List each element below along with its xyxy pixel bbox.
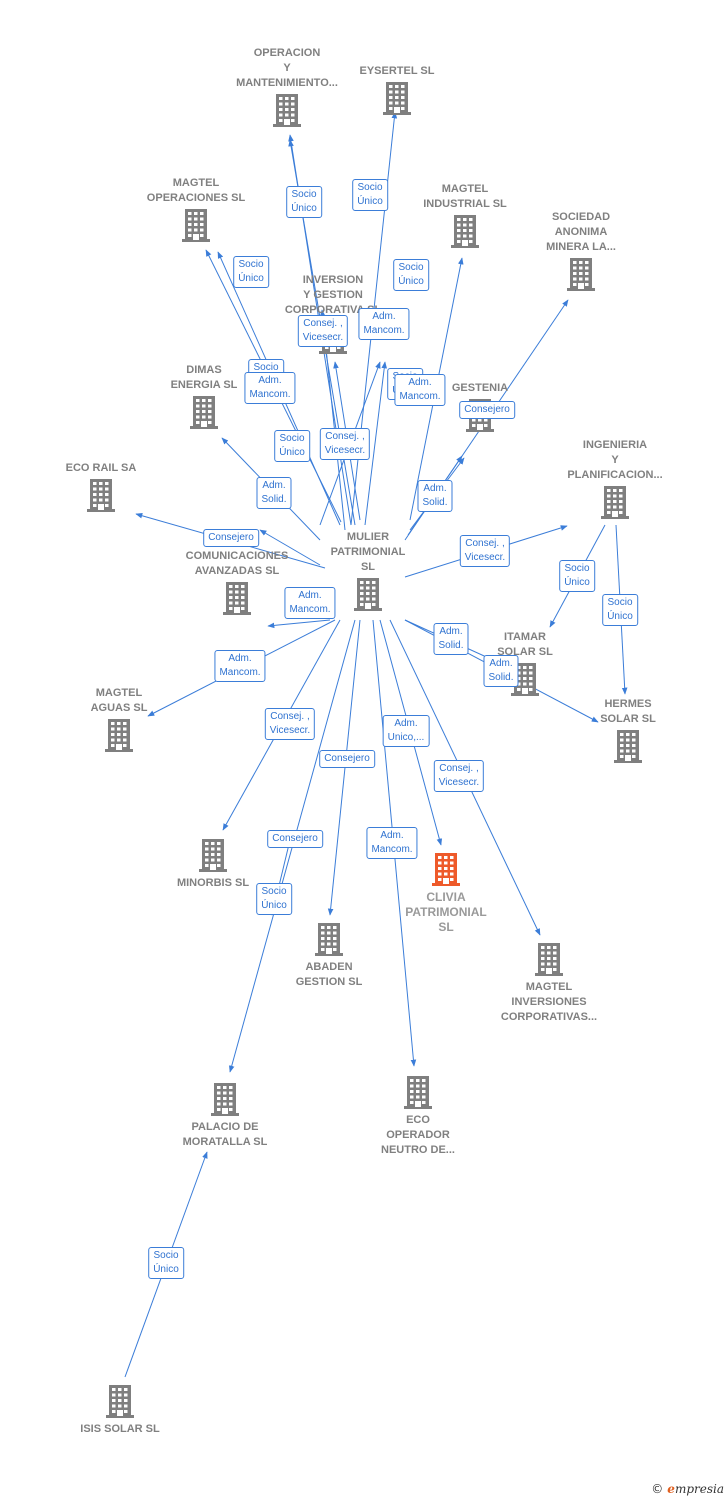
company-name: MINORBIS SL [176, 877, 250, 889]
building-icon [211, 1083, 239, 1116]
company-node-abaden[interactable]: ABADEN GESTION SL [259, 922, 399, 990]
building-icon [614, 730, 642, 763]
company-name: ABADEN GESTION SL [295, 961, 363, 988]
edge-label-25[interactable]: Consejero [319, 750, 375, 768]
company-name: MAGTEL INVERSIONES CORPORATIVAS... [500, 981, 598, 1023]
company-name: PALACIO DE MORATALLA SL [182, 1121, 268, 1148]
edge-label-26[interactable]: Consej. , Vicesecr. [433, 760, 485, 792]
company-node-itamar[interactable]: ITAMAR SOLAR SL [455, 630, 595, 696]
edge-line-15 [259, 529, 321, 566]
company-node-sociedad[interactable]: SOCIEDAD ANONIMA MINERA LA... [511, 210, 651, 291]
edge-label-9[interactable]: Adm. Mancom. [394, 374, 446, 406]
edge-label-17[interactable]: Socio Único [559, 560, 595, 592]
building-icon [383, 82, 411, 115]
edge-label-13[interactable]: Adm. Solid. [256, 477, 292, 509]
building-icon [354, 578, 382, 611]
company-node-comunicaciones[interactable]: COMUNICACIONES AVANZADAS SL [167, 549, 307, 615]
edge-label-7[interactable]: Adm. Mancom. [244, 372, 296, 404]
company-name: COMUNICACIONES AVANZADAS SL [185, 550, 289, 577]
edge-label-4[interactable]: Consej. , Vicesecr. [297, 315, 349, 347]
company-node-hermes[interactable]: HERMES SOLAR SL [558, 697, 698, 763]
building-icon [535, 943, 563, 976]
company-name: SOCIEDAD ANONIMA MINERA LA... [546, 211, 616, 253]
brand-name: mpresia [674, 1482, 724, 1496]
company-node-minorbis[interactable]: MINORBIS SL [143, 838, 283, 891]
company-node-dimas[interactable]: DIMAS ENERGIA SL [134, 363, 274, 429]
brand-initial: e [667, 1482, 675, 1496]
building-icon [273, 94, 301, 127]
company-name: ECO RAIL SA [65, 462, 137, 474]
edge-label-20[interactable]: Adm. Solid. [433, 623, 469, 655]
building-icon [432, 853, 460, 886]
company-name: INVERSION Y GESTION CORPORATIVA SL [284, 274, 381, 316]
empresia-logo[interactable]: ©empresia [651, 1482, 724, 1496]
building-icon [567, 258, 595, 291]
company-name: ISIS SOLAR SL [80, 1423, 160, 1435]
edge-label-19[interactable]: Adm. Mancom. [214, 650, 266, 682]
company-name: ECO OPERADOR NEUTRO DE... [381, 1114, 455, 1156]
company-name: OPERACION Y MANTENIMIENTO... [236, 47, 338, 89]
company-node-isis[interactable]: ISIS SOLAR SL [50, 1384, 190, 1437]
edge-line-22 [267, 619, 331, 629]
company-name: EYSERTEL SL [359, 65, 435, 77]
edge-label-24[interactable]: Adm. Unico,... [382, 715, 430, 747]
company-node-magtel_oper[interactable]: MAGTEL OPERACIONES SL [126, 176, 266, 242]
company-name: MAGTEL OPERACIONES SL [146, 177, 246, 204]
edge-label-28[interactable]: Adm. Mancom. [366, 827, 418, 859]
edge-label-5[interactable]: Adm. Mancom. [358, 308, 410, 340]
company-name: GESTENIA [451, 382, 509, 394]
company-name: CLIVIA PATRIMONIAL SL [405, 890, 487, 934]
edge-label-15[interactable]: Consejero [203, 529, 259, 547]
building-icon [511, 663, 539, 696]
edge-label-30[interactable]: Socio Único [148, 1247, 184, 1279]
company-node-operacion[interactable]: OPERACION Y MANTENIMIENTO... [217, 46, 357, 127]
edge-label-10[interactable]: Consejero [459, 401, 515, 419]
company-node-eco_op[interactable]: ECO OPERADOR NEUTRO DE... [348, 1075, 488, 1158]
edge-label-12[interactable]: Consej. , Vicesecr. [319, 428, 371, 460]
edge-label-23[interactable]: Consej. , Vicesecr. [264, 708, 316, 740]
edge-label-2[interactable]: Socio Único [233, 256, 269, 288]
building-icon [451, 215, 479, 248]
company-node-magtel_ind[interactable]: MAGTEL INDUSTRIAL SL [395, 182, 535, 248]
building-icon [315, 923, 343, 956]
company-name: MAGTEL AGUAS SL [90, 687, 148, 714]
company-name: ITAMAR SOLAR SL [497, 631, 553, 658]
building-icon [404, 1076, 432, 1109]
edge-label-11[interactable]: Socio Único [274, 430, 310, 462]
building-icon [182, 209, 210, 242]
edge-label-21[interactable]: Adm. Solid. [483, 655, 519, 687]
company-node-ingenieria[interactable]: INGENIERIA Y PLANIFICACION... [545, 438, 685, 519]
building-icon [223, 582, 251, 615]
building-icon [199, 839, 227, 872]
company-node-magtel_inv[interactable]: MAGTEL INVERSIONES CORPORATIVAS... [479, 942, 619, 1025]
edge-label-18[interactable]: Socio Único [602, 594, 638, 626]
company-node-clivia[interactable]: CLIVIA PATRIMONIAL SL [376, 852, 516, 935]
company-node-ecorail[interactable]: ECO RAIL SA [31, 461, 171, 512]
edge-label-1[interactable]: Socio Único [352, 179, 388, 211]
company-name: HERMES SOLAR SL [600, 698, 656, 725]
edge-label-16[interactable]: Consej. , Vicesecr. [459, 535, 511, 567]
company-node-mulier[interactable]: MULIER PATRIMONIAL SL [298, 530, 438, 611]
edge-line-12 [364, 361, 388, 526]
copyright-symbol: © [651, 1482, 664, 1496]
edge-label-3[interactable]: Socio Único [393, 259, 429, 291]
building-icon [105, 719, 133, 752]
company-name: MAGTEL INDUSTRIAL SL [423, 183, 507, 210]
edge-label-29[interactable]: Socio Único [256, 883, 292, 915]
building-icon [601, 486, 629, 519]
company-node-magtel_aguas[interactable]: MAGTEL AGUAS SL [49, 686, 189, 752]
building-icon [87, 479, 115, 512]
edge-label-27[interactable]: Consejero [267, 830, 323, 848]
edge-label-0[interactable]: Socio Único [286, 186, 322, 218]
building-icon [190, 396, 218, 429]
company-node-palacio[interactable]: PALACIO DE MORATALLA SL [155, 1082, 295, 1150]
building-icon [106, 1385, 134, 1418]
edge-label-14[interactable]: Adm. Solid. [417, 480, 453, 512]
company-node-eysertel[interactable]: EYSERTEL SL [327, 64, 467, 115]
company-name: MULIER PATRIMONIAL SL [330, 531, 406, 573]
edge-label-22[interactable]: Adm. Mancom. [284, 587, 336, 619]
company-name: DIMAS ENERGIA SL [170, 364, 238, 391]
company-name: INGENIERIA Y PLANIFICACION... [567, 439, 663, 481]
